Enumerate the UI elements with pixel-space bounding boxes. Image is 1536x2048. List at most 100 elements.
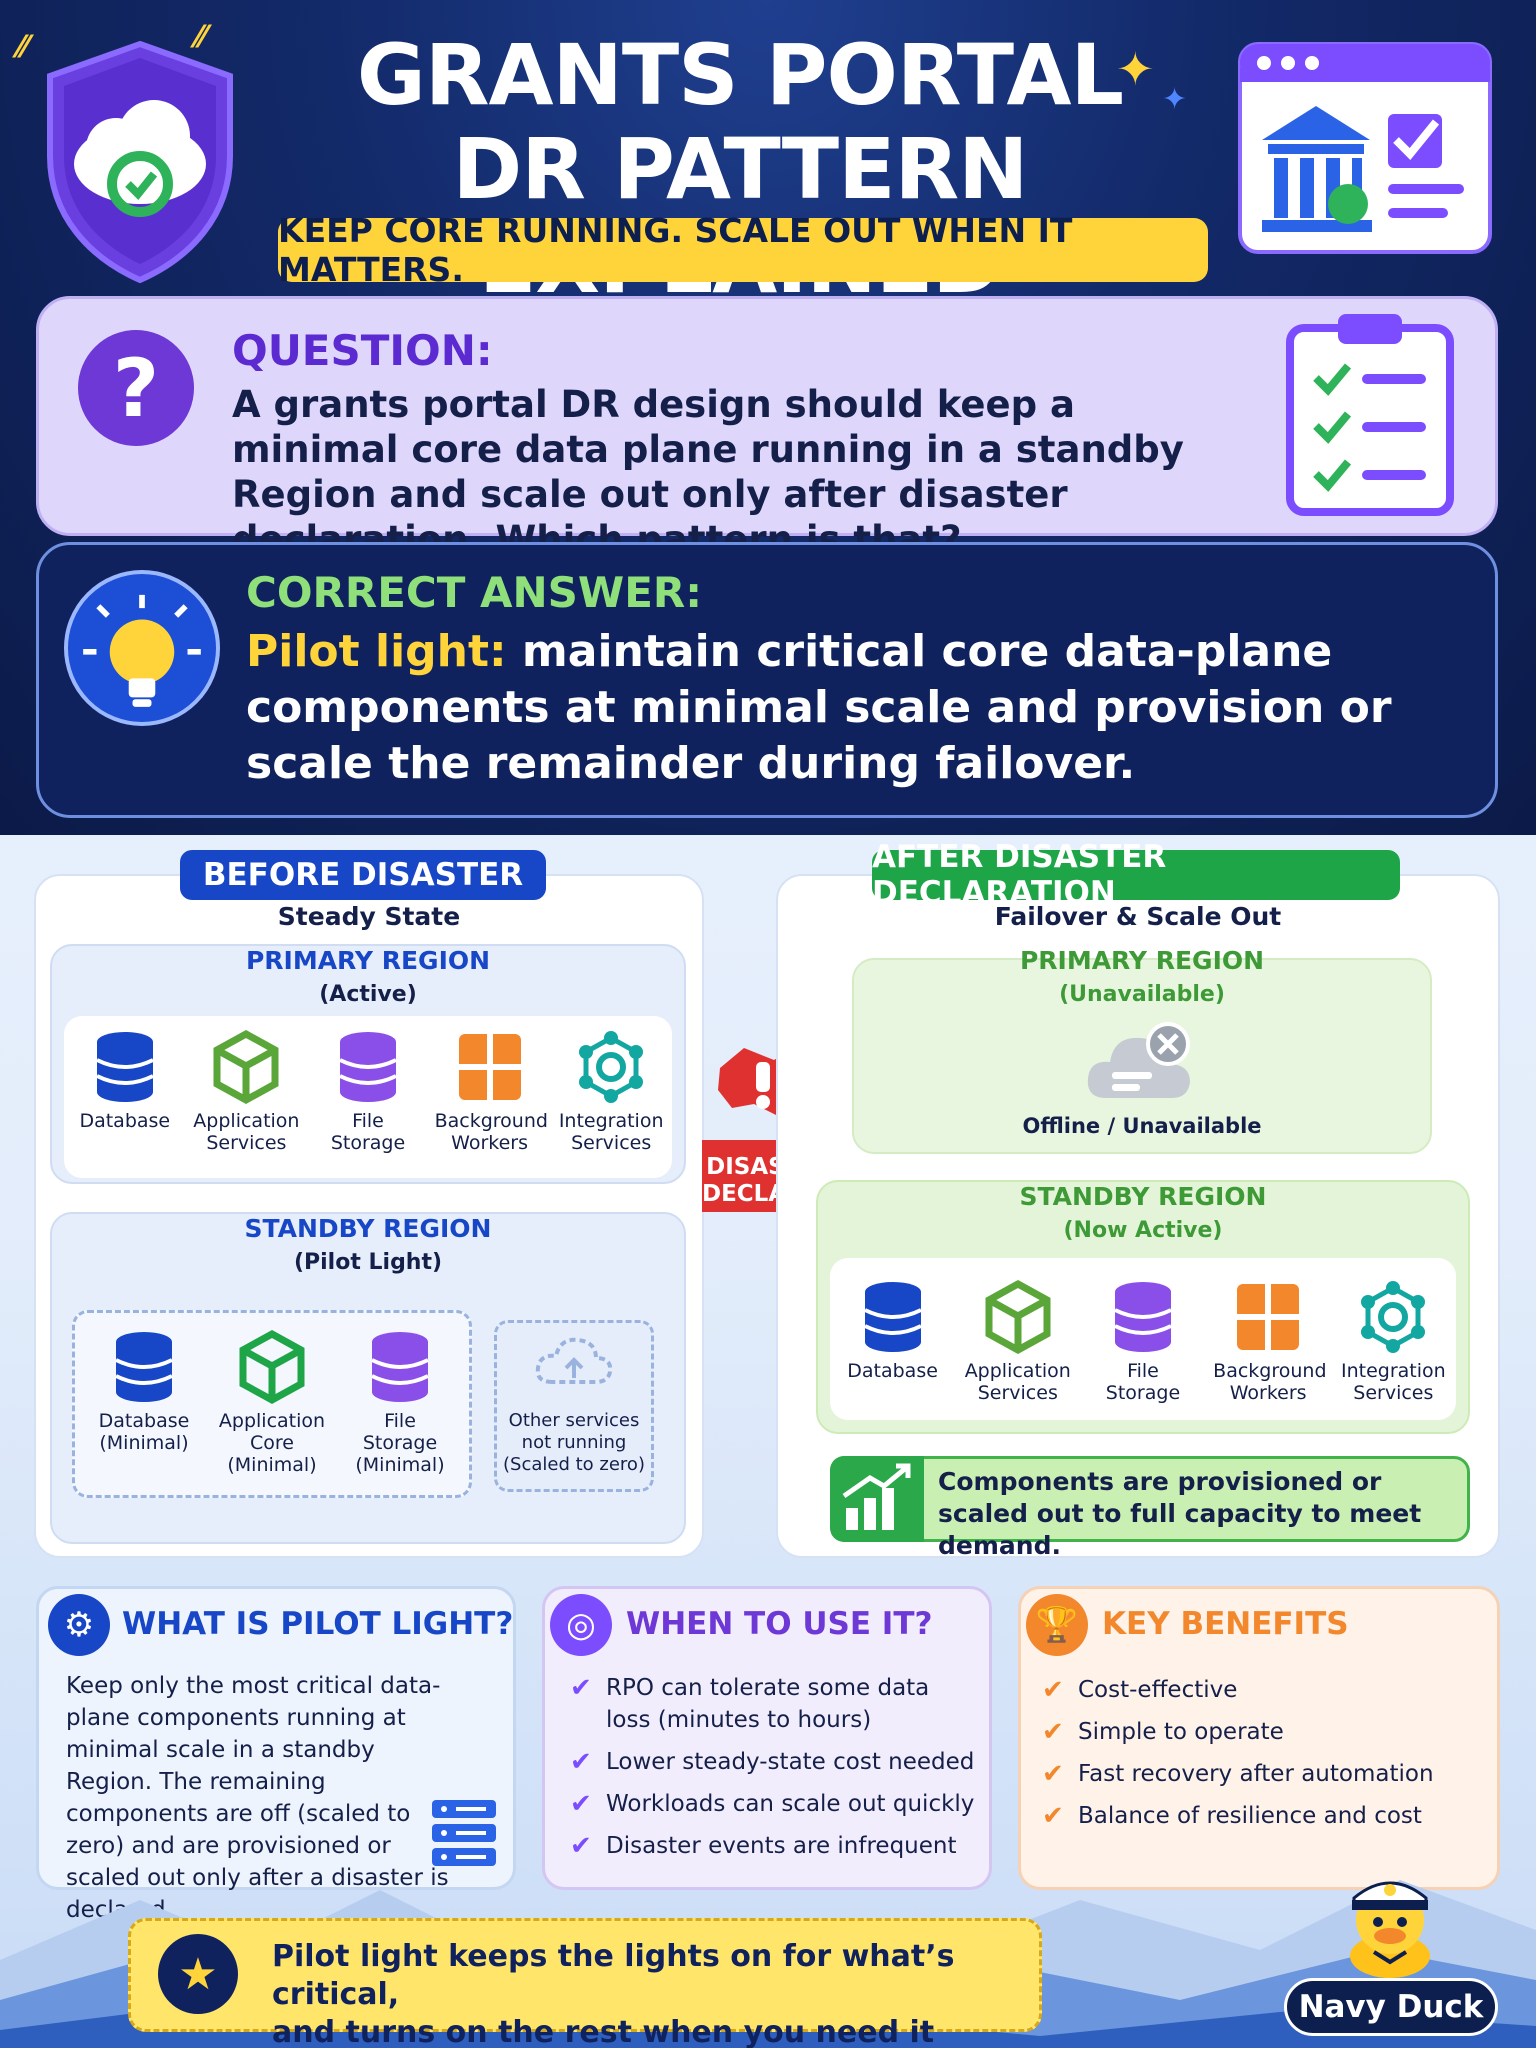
what-card-title: WHAT IS PILOT LIGHT? <box>122 1606 514 1642</box>
when-card-title: WHEN TO USE IT? <box>626 1606 933 1642</box>
standby-region-status: (Pilot Light) <box>293 1250 443 1275</box>
database-icon <box>863 1282 922 1352</box>
check-icon: ✔ <box>1042 1759 1064 1789</box>
grid-icon <box>458 1034 521 1100</box>
cloud-offline-icon <box>1087 1022 1190 1098</box>
question-mark-icon: ? <box>78 330 194 446</box>
cube-icon <box>213 1030 279 1104</box>
takeaway-text: Pilot light keeps the lights on for what… <box>272 1939 955 2048</box>
storage-icon <box>1114 1282 1172 1352</box>
after-subtitle: Failover & Scale Out <box>994 902 1282 931</box>
standby-region-title: STANDBY REGION <box>244 1214 492 1243</box>
takeaway-banner <box>128 1918 1042 2032</box>
list-item: ✔Disaster events are infrequent <box>570 1831 957 1861</box>
after-standby-region-title: STANDBY REGION <box>1019 1182 1267 1211</box>
what-card-body: Keep only the most critical data-plane c… <box>66 1673 449 1923</box>
answer-card <box>36 542 1498 818</box>
after-standby-region-status: (Now Active) <box>1063 1218 1223 1243</box>
primary-region-title: PRIMARY REGION <box>245 946 491 975</box>
check-icon: ✔ <box>570 1673 592 1703</box>
after-disaster-title: AFTER DISASTER DECLARATION <box>872 839 1400 911</box>
after-primary-region-status: (Unavailable) <box>1059 982 1225 1007</box>
when-card-list: ✔RPO can tolerate some data loss (minute… <box>570 1672 980 1872</box>
shield-cloud-icon <box>47 40 233 284</box>
sparkle-icon: ✦ <box>1162 82 1188 117</box>
grid-icon <box>1237 1284 1300 1350</box>
sparkle-icon: ⁄⁄ <box>196 20 207 55</box>
database-icon <box>95 1032 154 1102</box>
answer-text: Pilot light: maintain critical core data… <box>246 624 1396 792</box>
storage-icon <box>371 1332 429 1402</box>
sparkle-icon: ⁄⁄ <box>18 30 29 65</box>
list-item: ✔Cost-effective <box>1042 1675 1238 1705</box>
government-building-icon <box>1238 42 1492 254</box>
before-disaster-title: BEFORE DISASTER <box>180 850 546 900</box>
answer-highlight: Pilot light: <box>246 626 507 677</box>
list-item: ✔RPO can tolerate some data loss (minute… <box>570 1673 930 1733</box>
question-card <box>36 296 1498 536</box>
benefits-card-title: KEY BENEFITS <box>1102 1606 1349 1642</box>
server-icon <box>432 1800 496 1866</box>
list-item: ✔Fast recovery after automation <box>1042 1759 1434 1789</box>
list-item: ✔Workloads can scale out quickly <box>570 1789 975 1819</box>
target-icon: ◎ <box>550 1594 612 1656</box>
trophy-icon: 🏆 <box>1026 1594 1088 1656</box>
check-icon: ✔ <box>570 1789 592 1819</box>
check-icon: ✔ <box>570 1747 592 1777</box>
cube-icon <box>239 1330 305 1404</box>
other-services-box <box>494 1320 654 1492</box>
storage-icon <box>339 1032 397 1102</box>
before-subtitle: Steady State <box>277 902 461 931</box>
scale-out-text: Components are provisioned or scaled out… <box>938 1467 1422 1560</box>
when-to-use-card <box>542 1586 992 1890</box>
question-label: QUESTION: <box>232 326 493 375</box>
check-icon: ✔ <box>1042 1717 1064 1747</box>
network-icon <box>1361 1281 1426 1353</box>
answer-label: CORRECT ANSWER: <box>246 568 703 617</box>
lightbulb-icon <box>64 570 220 726</box>
service-database: Database <box>70 1030 180 1154</box>
question-text: A grants portal DR design should keep a … <box>232 383 1184 561</box>
database-icon <box>115 1332 173 1402</box>
sparkle-icon: ✦ <box>1116 42 1155 96</box>
growth-chart-icon <box>830 1456 924 1542</box>
key-benefits-card <box>1018 1586 1500 1890</box>
scale-out-banner <box>830 1456 1470 1542</box>
list-item: ✔Simple to operate <box>1042 1717 1284 1747</box>
check-icon: ✔ <box>1042 1801 1064 1831</box>
offline-label: Offline / Unavailable <box>1022 1114 1262 1138</box>
service-database-minimal: Database(Minimal) <box>89 1330 199 1476</box>
clipboard-checklist-icon <box>1286 314 1454 516</box>
network-icon <box>579 1031 644 1103</box>
cube-icon <box>985 1280 1051 1354</box>
after-primary-region-title: PRIMARY REGION <box>1019 946 1265 975</box>
other-services-label: Other services not running (Scaled to ze… <box>503 1410 645 1475</box>
tagline-banner: KEEP CORE RUNNING. SCALE OUT WHEN IT MAT… <box>278 211 1208 289</box>
service-database: Database <box>838 1280 948 1404</box>
list-item: ✔Balance of resilience and cost <box>1042 1801 1422 1831</box>
duck-mascot-icon <box>1350 1881 1430 1978</box>
primary-region-status: (Active) <box>319 982 417 1007</box>
star-icon: ★ <box>158 1934 238 2014</box>
brand-badge: Navy Duck <box>1284 1978 1498 2036</box>
answer-body: maintain critical core data-plane compon… <box>246 626 1392 789</box>
cloud-off-icon <box>535 1337 613 1384</box>
check-icon: ✔ <box>570 1831 592 1861</box>
benefits-card-list: ✔Cost-effective ✔Simple to operate ✔Fast… <box>1042 1674 1482 1842</box>
gear-icon: ⚙ <box>48 1594 110 1656</box>
check-icon: ✔ <box>1042 1675 1064 1705</box>
list-item: ✔Lower steady-state cost needed <box>570 1747 975 1777</box>
